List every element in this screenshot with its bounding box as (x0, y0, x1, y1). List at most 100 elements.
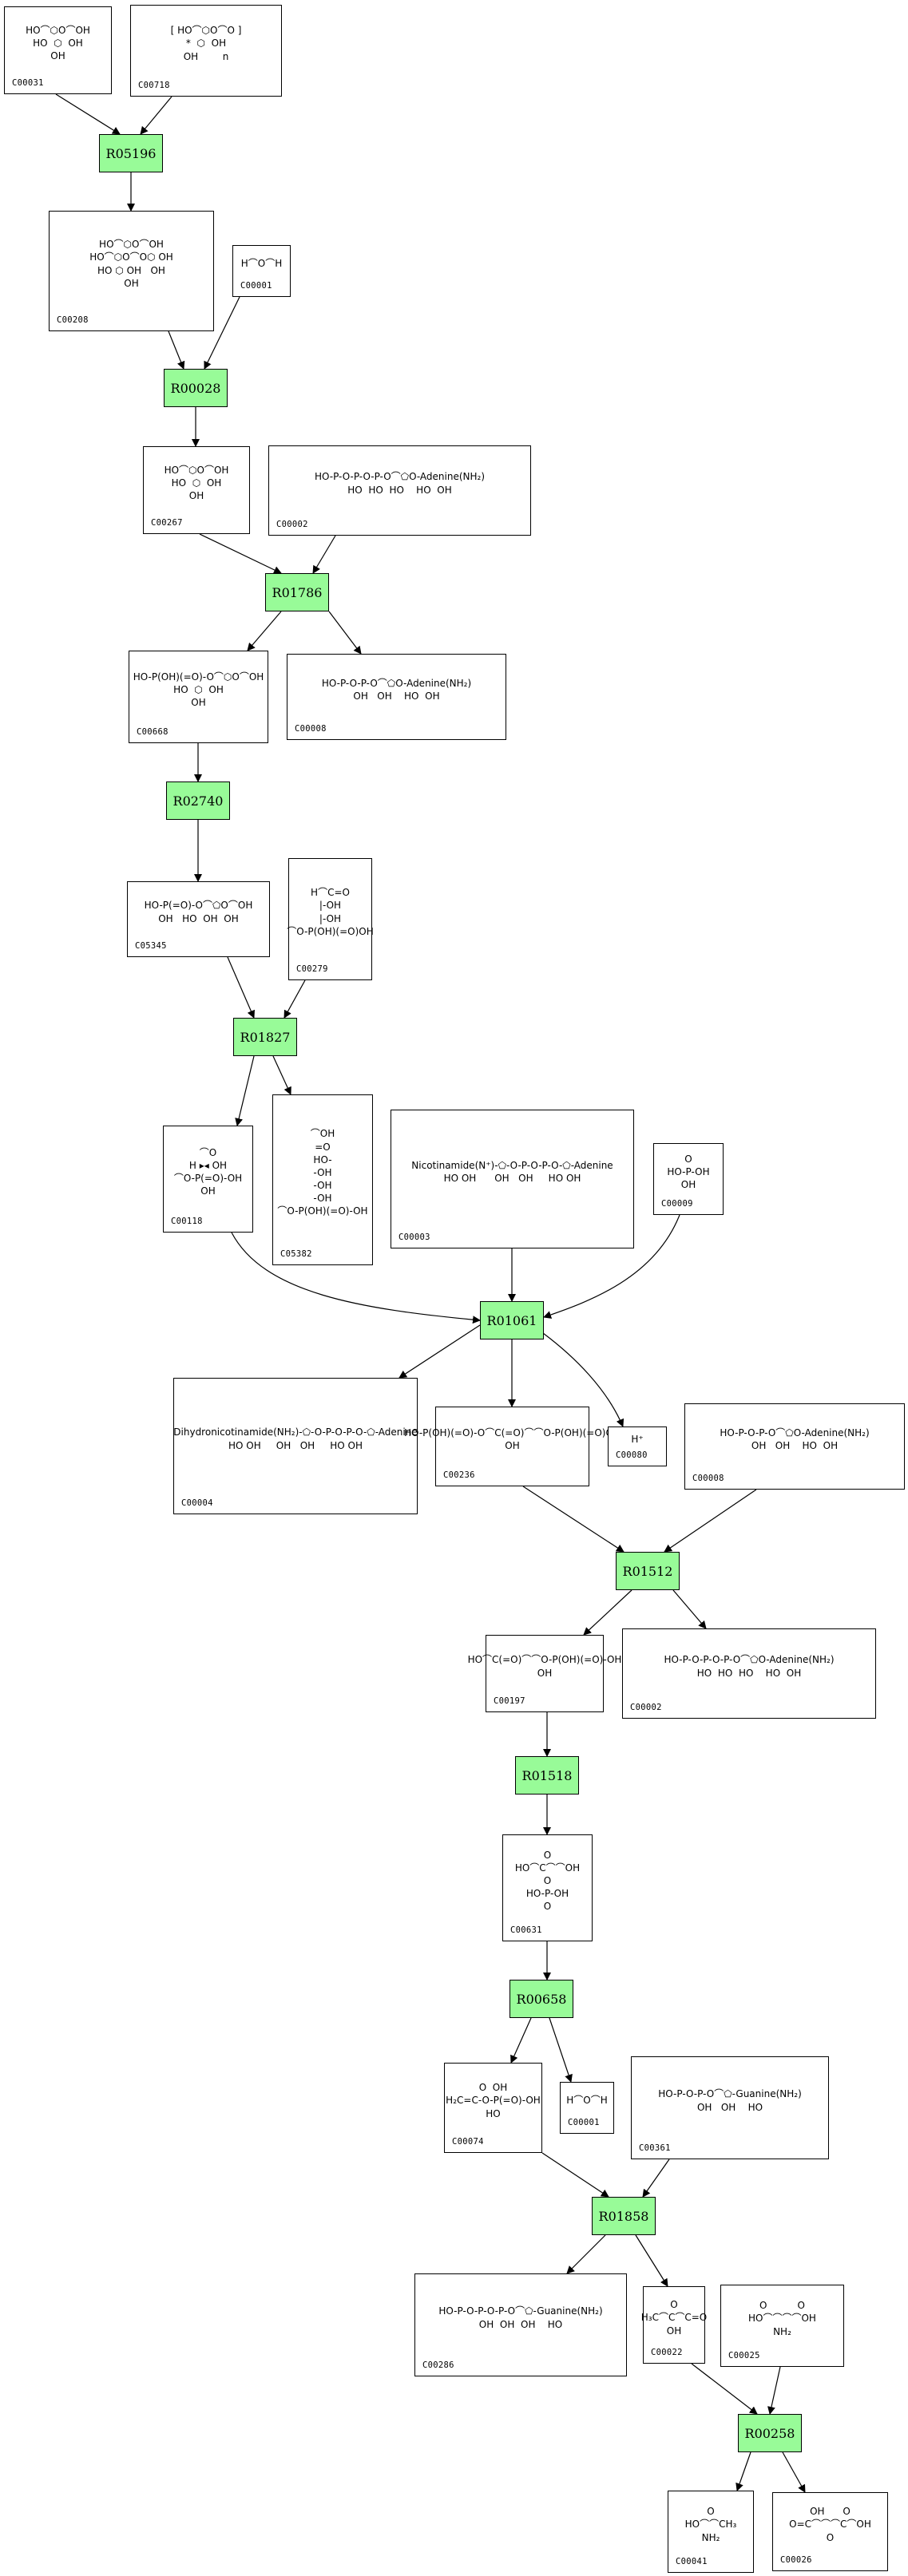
structure-drawing: HO-P-O-P-O-P-O⌒⬠-Guanine(NH₂) OH OH OH H… (438, 2305, 603, 2330)
compound-id: C00236 (443, 1470, 475, 1480)
compound-box[interactable]: O HO⌒C⌒⌒OH O HO-P-OH O C00631 (502, 1834, 593, 1941)
compound-id: C00002 (276, 520, 308, 529)
edge-arrow (140, 96, 172, 135)
edge-arrow (522, 1486, 624, 1553)
edge-arrow (664, 1489, 757, 1553)
structure-drawing: O H₃C⌒C⌒C=O OH (640, 2299, 708, 2337)
edge-arrow (168, 330, 185, 370)
structure-drawing: O HO⌒⌒CH₃ NH₂ (684, 2506, 737, 2543)
structure-drawing: O HO-P-OH OH (667, 1153, 710, 1191)
structure-drawing: O OH H₂C=C-O-P(=O)-OH HO (446, 2082, 541, 2119)
edge-arrow (691, 2363, 758, 2415)
reaction-node[interactable]: R01518 (515, 1756, 579, 1794)
edge-arrow (566, 2234, 606, 2274)
structure-drawing: HO⌒C(=O)⌒⌒O-P(OH)(=O)-OH OH (467, 1654, 622, 1679)
reaction-node[interactable]: R00658 (510, 1980, 573, 2018)
compound-box[interactable]: O H₃C⌒C⌒C=O OH C00022 (640, 2286, 708, 2364)
compound-box[interactable]: H⌒O⌒H C00001 (232, 245, 291, 297)
reaction-node[interactable]: R02740 (166, 782, 230, 820)
reaction-node[interactable]: R00028 (164, 369, 228, 407)
reaction-node[interactable]: R01786 (265, 573, 329, 611)
compound-box[interactable]: Dihydronicotinamide(NH₂)-⬠-O-P-O-P-O-⬠-A… (173, 1378, 418, 1514)
reaction-node[interactable]: R01512 (616, 1552, 680, 1590)
compound-box[interactable]: HO-P(OH)(=O)-O⌒⬡O⌒OH HO ⬡ OH OH C00668 (129, 651, 268, 743)
compound-box[interactable]: HO-P-O-P-O-P-O⌒⬠O-Adenine(NH₂) HO HO HO … (268, 445, 531, 536)
compound-id: C00668 (137, 727, 169, 737)
structure-drawing: H⁺ (631, 1433, 644, 1445)
structure-drawing: HO⌒⬡O⌒OH HO⌒⬡O⌒O⬡ OH HO ⬡ OH OH OH (89, 239, 173, 289)
compound-id: C00001 (568, 2118, 600, 2127)
reaction-node[interactable]: R01061 (480, 1301, 544, 1339)
compound-box[interactable]: HO-P-O-P-O⌒⬠-Guanine(NH₂) OH OH HO C00361 (631, 2056, 829, 2159)
compound-box[interactable]: H⁺C00080 (608, 1426, 667, 1466)
compound-id: C00361 (639, 2143, 671, 2153)
structure-drawing: Dihydronicotinamide(NH₂)-⬠-O-P-O-P-O-⬠-A… (173, 1426, 418, 1451)
structure-drawing: H⌒C=O |-OH |-OH ⌒O-P(OH)(=O)OH (287, 887, 374, 937)
edge-arrow (284, 979, 306, 1019)
compound-id: C00208 (57, 315, 89, 325)
structure-drawing: OH O O=C⌒⌒⌒C⌒OH O (789, 2506, 871, 2543)
compound-id: C00197 (494, 1696, 525, 1706)
compound-box[interactable]: HO-P-O-P-O⌒⬠O-Adenine(NH₂) OH OH HO OH C0… (684, 1403, 905, 1490)
edge-arrow (272, 1055, 291, 1095)
edge-arrow (199, 533, 282, 574)
edge-arrow (247, 611, 282, 651)
structure-drawing: ⌒O H ▸◂ OH ⌒O-P(=O)-OH OH (173, 1146, 243, 1197)
edge-arrow (642, 2159, 670, 2198)
reaction-node[interactable]: R05196 (99, 134, 163, 172)
structure-drawing: HO-P-O-P-O⌒⬠O-Adenine(NH₂) OH OH HO OH (720, 1426, 870, 1451)
compound-id: C00631 (510, 1925, 542, 1935)
compound-box[interactable]: O HO-P-OH OH C00009 (653, 1143, 724, 1215)
edge-arrow (398, 1324, 481, 1379)
structure-drawing: HO-P-O-P-O-P-O⌒⬠O-Adenine(NH₂) HO HO HO … (314, 471, 486, 496)
edge-arrow (549, 2017, 573, 2083)
edge-arrow (672, 1589, 707, 1629)
edge-arrow (782, 2451, 806, 2493)
edge-arrow (235, 1055, 255, 1126)
compound-id: C00031 (12, 78, 44, 88)
structure-drawing: O HO⌒C⌒⌒OH O HO-P-OH O (514, 1849, 581, 1913)
reaction-node[interactable]: R00258 (738, 2414, 802, 2452)
edge-arrow (227, 956, 256, 1019)
compound-id: C00002 (630, 1703, 662, 1712)
compound-id: C00267 (151, 518, 183, 528)
compound-id: C00118 (171, 1217, 203, 1226)
structure-drawing: H⌒O⌒H (240, 258, 283, 270)
structure-drawing: HO-P(OH)(=O)-O⌒⬡O⌒OH HO ⬡ OH OH (133, 671, 264, 709)
compound-id: C00026 (780, 2555, 812, 2565)
compound-box[interactable]: HO⌒⬡O⌒OH HO⌒⬡O⌒O⬡ OH HO ⬡ OH OH OH C00208 (49, 211, 214, 331)
compound-id: C00008 (692, 1474, 724, 1483)
compound-id: C00003 (398, 1233, 430, 1242)
compound-box[interactable]: HO⌒C(=O)⌒⌒O-P(OH)(=O)-OH OH C00197 (467, 1635, 622, 1712)
compound-box[interactable]: H⌒O⌒H C00001 (560, 2082, 614, 2134)
compound-box[interactable]: Nicotinamide(N⁺)-⬠-O-P-O-P-O-⬠-Adenine H… (391, 1110, 634, 1248)
compound-box[interactable]: OH O O=C⌒⌒⌒C⌒OH O C00026 (772, 2492, 888, 2571)
edge-arrow (635, 2234, 668, 2287)
compound-box[interactable]: HO-P-O-P-O-P-O⌒⬠O-Adenine(NH₂) HO HO HO … (622, 1628, 876, 1719)
edge-arrow (312, 535, 336, 574)
compound-box[interactable]: HO-P-O-P-O-P-O⌒⬠-Guanine(NH₂) OH OH OH H… (414, 2273, 627, 2376)
structure-drawing: H⌒O⌒H (566, 2095, 608, 2107)
compound-id: C00022 (651, 2348, 683, 2357)
compound-id: C00286 (422, 2360, 454, 2370)
compound-id: C00009 (661, 1199, 693, 1209)
structure-drawing: HO-P-O-P-O⌒⬠-Guanine(NH₂) OH OH HO (658, 2088, 802, 2113)
reaction-node[interactable]: R01827 (233, 1018, 297, 1056)
compound-id: C00025 (728, 2351, 760, 2360)
compound-id: C00001 (240, 281, 272, 291)
compound-id: C00004 (181, 1498, 213, 1508)
structure-drawing: HO-P-O-P-O-P-O⌒⬠O-Adenine(NH₂) HO HO HO … (664, 1654, 835, 1679)
compound-box[interactable]: ⌒O H ▸◂ OH ⌒O-P(=O)-OH OH C00118 (163, 1126, 253, 1233)
reaction-node[interactable]: R01858 (592, 2197, 656, 2235)
